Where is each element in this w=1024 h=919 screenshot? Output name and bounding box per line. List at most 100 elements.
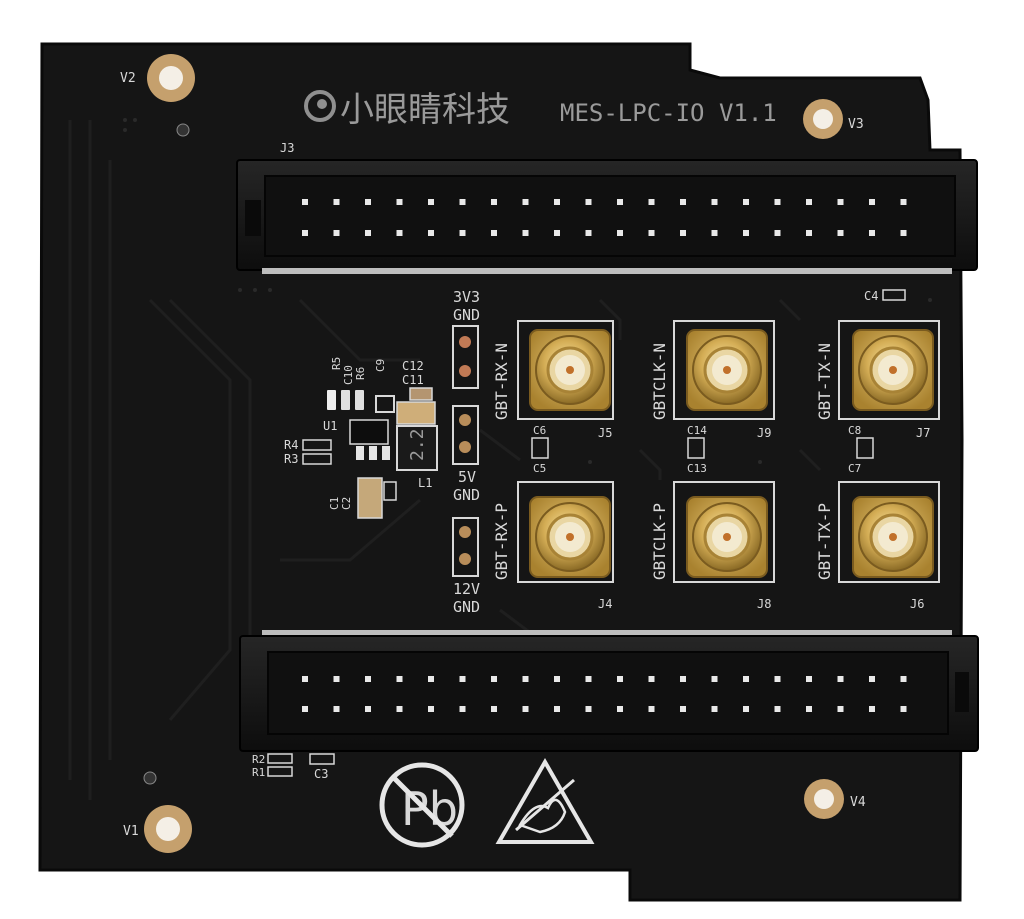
svg-text:GND: GND [453,306,480,324]
svg-text:12V: 12V [453,580,480,598]
header-pin [648,706,655,712]
svg-text:C14: C14 [687,424,707,437]
header-pin [900,230,907,236]
svg-text:R2: R2 [252,753,265,766]
svg-text:C10: C10 [342,365,355,385]
header-pin [365,230,371,236]
svg-text:U1: U1 [323,419,337,433]
header-pin [428,706,434,712]
brand-logo: 小眼睛科技 [304,90,510,130]
header-bottom [239,630,979,752]
sma-connector-j9[interactable]: GBTCLK-NJ9 [650,320,775,440]
header-pin [774,230,781,236]
sma-ref-label: J7 [916,426,930,440]
header-pin [680,230,686,236]
header-pin [491,706,497,712]
header-pin [806,199,812,205]
sma-connector-j8[interactable]: GBTCLK-P J8 [650,481,775,611]
header-pin [648,676,655,682]
header-pin [806,230,812,236]
header-pin [837,706,844,712]
header-pin [774,199,781,205]
header-bottom-pins [302,676,907,712]
svg-text:R4: R4 [284,438,298,452]
header-pin [428,199,434,205]
header-pin [743,676,749,682]
header-pin [869,706,875,712]
header-pin [711,230,718,236]
svg-text:V4: V4 [850,795,866,810]
svg-text:C11: C11 [402,373,424,387]
bottom-left-components: R2 R1 C3 [252,753,335,781]
svg-text:C13: C13 [687,462,707,475]
inductor-value: 2.2 [407,428,428,461]
header-pin [459,230,466,236]
header-pin [396,230,403,236]
header-pin [774,706,781,712]
sma-connector-j6[interactable]: GBT-TX-PJ6 [815,481,940,611]
header-j3-label: J3 [280,141,294,155]
header-pin [522,706,529,712]
header-pin [428,230,434,236]
header-pin [869,230,875,236]
header-pin [522,199,529,205]
sma-connector-j4[interactable]: GBT-RX-PJ4 [492,481,614,611]
header-pin [837,230,844,236]
svg-text:R3: R3 [284,452,298,466]
mount-hole-v2: V2 [120,54,195,102]
header-pin [333,230,340,236]
sma-ref-label: J8 [757,597,771,611]
svg-text:C2: C2 [340,497,353,510]
sma-signal-label: GBTCLK-P [650,503,669,580]
header-pin [365,199,371,205]
svg-text:V1: V1 [123,824,139,839]
header-pin [333,706,340,712]
header-pin [837,199,844,205]
header-pin [585,199,592,205]
header-pin [396,199,403,205]
header-pin [617,199,623,205]
header-pin [648,199,655,205]
sma-ref-label: J5 [598,426,612,440]
mount-hole-v3: V3 [803,99,864,139]
esd-warning-icon [495,757,595,844]
header-pin [554,676,560,682]
sma-signal-label: GBT-TX-N [815,343,834,420]
sma-ref-label: J9 [757,426,771,440]
sma-signal-label: GBT-RX-N [492,343,511,420]
svg-text:R5: R5 [330,357,343,370]
sma-signal-label: GBT-TX-P [815,503,834,580]
header-pin [806,706,812,712]
svg-text:5V: 5V [458,468,476,486]
header-pin [459,199,466,205]
svg-text:C8: C8 [848,424,861,437]
header-pin [302,230,308,236]
header-pin [900,706,907,712]
lead-free-symbol: Pb [379,762,465,848]
header-pin [711,706,718,712]
header-pin [365,676,371,682]
header-pin [554,199,560,205]
header-pin [333,676,340,682]
header-pin [900,199,907,205]
header-pin [743,199,749,205]
header-pin [617,676,623,682]
pcb-traces [68,120,822,800]
brand-logo-text: 小眼睛科技 [340,90,510,130]
svg-text:GND: GND [453,598,480,616]
header-pin [459,676,466,682]
svg-text:GND: GND [453,486,480,504]
header-pin [396,676,403,682]
sma-connectors: GBT-RX-N J5 GBTCLK-NJ9 GBT-TX-N J7GBT-RX-PJ4… [492,320,940,611]
header-j3-pins [302,199,907,236]
sma-ref-label: J4 [598,597,612,611]
header-pin [680,676,686,682]
sma-connector-j5[interactable]: GBT-RX-N J5 [492,320,614,440]
header-pin [806,676,812,682]
header-pin [900,676,907,682]
svg-text:C9: C9 [374,359,387,372]
regulator-circuit: R5 C10 R6 C9 C12 C11 U1 2.2 L1 R4 R3 C1 … [284,357,438,519]
header-pin [491,676,497,682]
svg-text:C4: C4 [864,289,878,303]
sma-connector-j7[interactable]: GBT-TX-N J7 [815,320,940,440]
